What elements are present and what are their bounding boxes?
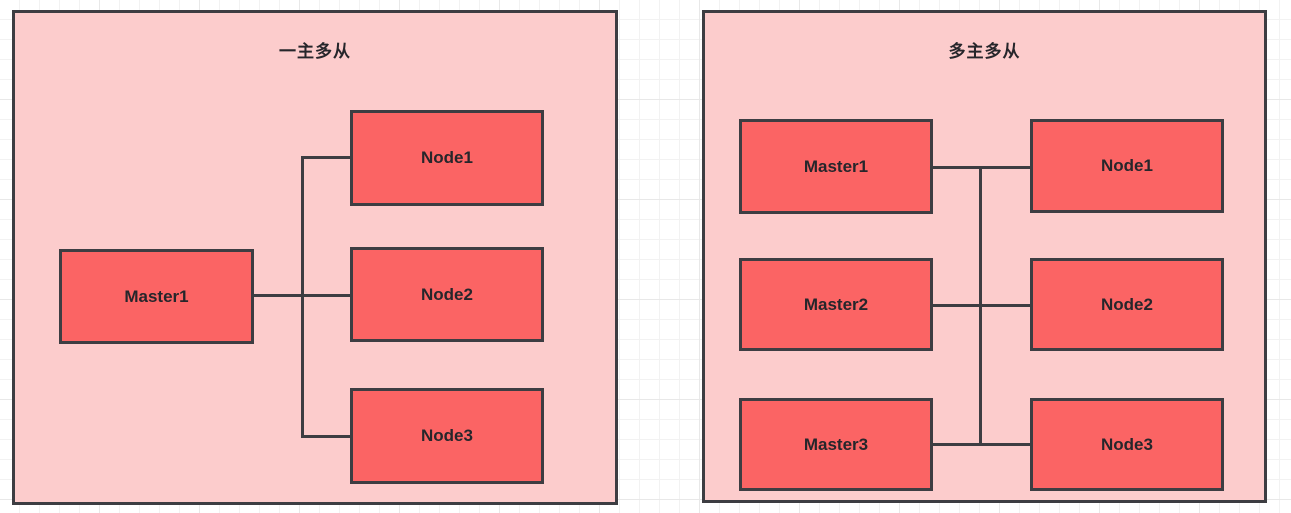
connector-trunk-vertical-left [301,156,304,438]
connector-master2-to-trunk-right [933,304,979,307]
connector-trunk-to-node3-right [979,443,1030,446]
connector-trunk-to-node1-right [979,166,1030,169]
box-node2-left[interactable]: Node2 [350,247,544,342]
box-node3-left[interactable]: Node3 [350,388,544,484]
panel-title-multi-master: 多主多从 [948,42,1021,61]
box-node1-right[interactable]: Node1 [1030,119,1224,213]
panel-single-master[interactable]: 一主多从 Master1 Node1 Node2 Node3 [12,10,618,505]
connector-trunk-to-node2-right [979,304,1030,307]
connector-master3-to-trunk-right [933,443,979,446]
panel-title-single-master: 一主多从 [279,42,351,61]
box-master1-left[interactable]: Master1 [59,249,254,344]
box-master1-right[interactable]: Master1 [739,119,933,214]
box-node3-right[interactable]: Node3 [1030,398,1224,491]
box-node2-right[interactable]: Node2 [1030,258,1224,351]
box-node1-left[interactable]: Node1 [350,110,544,206]
box-master2-right[interactable]: Master2 [739,258,933,351]
box-master3-right[interactable]: Master3 [739,398,933,491]
connector-trunk-to-node3-left [301,435,353,438]
panel-multi-master[interactable]: 多主多从 Master1 Master2 Master3 Node1 Node2… [702,10,1267,503]
connector-master1-to-trunk-left [254,294,302,297]
connector-trunk-to-node1-left [301,156,353,159]
connector-trunk-to-node2-left [301,294,353,297]
connector-master1-to-trunk-right [933,166,979,169]
